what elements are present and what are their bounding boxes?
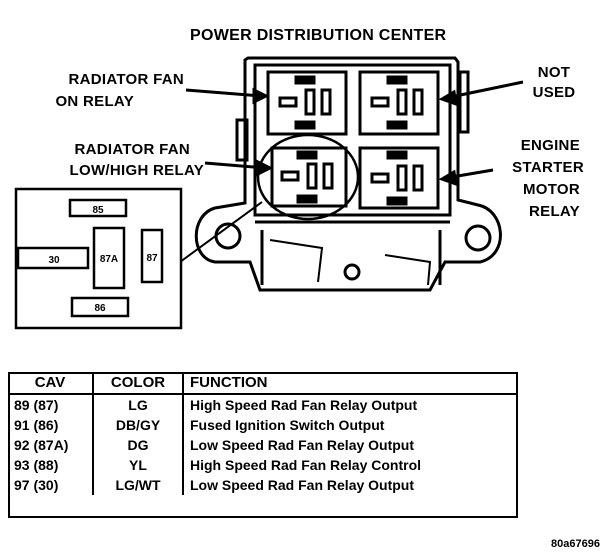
cell-cav: 92 (87A) (8, 435, 94, 455)
highlight-circle (256, 133, 360, 221)
cell-color: YL (93, 455, 184, 475)
label-engine-starter-line2: STARTER (512, 159, 584, 176)
label-radiator-fan-on-line2: ON RELAY (55, 93, 134, 110)
relay-bottom-right (358, 146, 440, 210)
table-row: 89 (87) LG High Speed Rad Fan Relay Outp… (8, 394, 518, 415)
cell-cav: 93 (88) (8, 455, 94, 475)
pin-30-label: 30 (48, 255, 60, 266)
pin-87a-label: 87A (100, 254, 118, 265)
label-radiator-fan-lowhigh-line2: LOW/HIGH RELAY (69, 162, 204, 179)
cell-cav: 89 (87) (8, 394, 94, 415)
cell-function: Fused Ignition Switch Output (190, 417, 385, 433)
label-not-used-line1: NOT (537, 64, 571, 81)
cell-color: DB/GY (93, 415, 184, 435)
table-row: 92 (87A) DG Low Speed Rad Fan Relay Outp… (8, 435, 518, 455)
cell-function: Low Speed Rad Fan Relay Output (190, 477, 415, 493)
table-row: 91 (86) DB/GY Fused Ignition Switch Outp… (8, 415, 518, 435)
center-stud (343, 263, 361, 281)
diagram-title: POWER DISTRIBUTION CENTER (190, 27, 447, 44)
lower-wiring (269, 239, 432, 286)
header-function: FUNCTION (183, 372, 518, 395)
pdc-housing (194, 56, 502, 292)
reference-code: 80a67696 (551, 538, 600, 550)
pin-86-label: 86 (94, 303, 106, 314)
header-color: COLOR (93, 372, 184, 395)
cell-function: Low Speed Rad Fan Relay Output (190, 437, 415, 453)
mount-hole-right (464, 224, 492, 252)
cell-function: High Speed Rad Fan Relay Output (190, 397, 418, 413)
relay-top-left (266, 70, 348, 136)
pin-87-label: 87 (146, 253, 158, 264)
cavity-table: CAV COLOR FUNCTION 89 (87) LG High Speed… (8, 372, 518, 495)
relay-bottom-left (270, 146, 348, 208)
connector-face-inset (14, 187, 183, 330)
label-engine-starter-line4: RELAY (529, 203, 580, 220)
table-row: 97 (30) LG/WT Low Speed Rad Fan Relay Ou… (8, 475, 518, 495)
relay-top-right (358, 70, 440, 136)
cell-cav: 91 (86) (8, 415, 94, 435)
cell-color: LG (93, 394, 184, 415)
cell-function: High Speed Rad Fan Relay Control (190, 457, 422, 473)
label-radiator-fan-lowhigh-line1: RADIATOR FAN (74, 141, 190, 158)
label-engine-starter-line1: ENGINE (520, 137, 580, 154)
label-engine-starter-line3: MOTOR (522, 181, 580, 198)
label-radiator-fan-on-line1: RADIATOR FAN (68, 71, 184, 88)
cell-color: DG (93, 435, 184, 455)
leader-lines (179, 80, 524, 263)
cell-color: LG/WT (93, 475, 184, 495)
pin-85-label: 85 (92, 205, 104, 216)
label-not-used-line2: USED (532, 84, 576, 101)
power-distribution-diagram: 85 30 87A 87 86 (14, 56, 524, 330)
header-cav: CAV (8, 372, 94, 395)
cell-cav: 97 (30) (8, 475, 94, 495)
table-row: 93 (88) YL High Speed Rad Fan Relay Cont… (8, 455, 518, 475)
